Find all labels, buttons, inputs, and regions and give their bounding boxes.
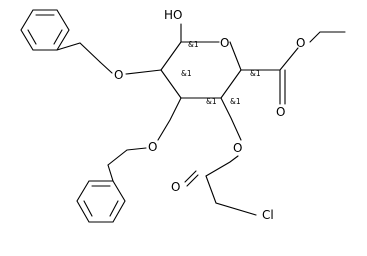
acyl-carbonyl-double-bond (184, 170, 199, 187)
chlorine-atom: Cl (262, 208, 274, 222)
benzene-ring-bottom (76, 180, 126, 223)
methyl-bond (309, 31, 346, 43)
sugar-ring (160, 41, 242, 99)
c4-o-bond (220, 97, 242, 141)
benzyl-ch2-bond-2 (107, 147, 147, 166)
acyl-o-c-bond (205, 155, 239, 177)
benzyloxy-oxygen-2: O (148, 140, 157, 154)
acyl-carbonyl-oxygen: O (171, 180, 180, 194)
c2-o-bond (125, 69, 162, 75)
ring-oxygen: O (220, 36, 229, 50)
ring-link-bond (107, 164, 114, 182)
ester-carbonyl-oxygen: O (276, 105, 285, 119)
stereo-label-c1: &1 (188, 40, 199, 49)
acyl-ch2-bond (205, 175, 257, 216)
ester-carbonyl-double-bond (279, 69, 286, 105)
c3-o-bond (157, 97, 182, 141)
stereo-label-c2: &1 (181, 69, 192, 78)
stereo-label-c3: &1 (206, 97, 217, 106)
stereo-label-c4: &1 (230, 97, 241, 106)
benzyl-ch2-bond-1 (56, 42, 101, 63)
benzene-ring-top (20, 9, 70, 51)
benzyl-o-bond-1 (99, 61, 113, 74)
benzyloxy-oxygen-1: O (114, 68, 123, 82)
acyl-oxygen: O (233, 141, 242, 155)
hydroxyl-group: HO (164, 8, 182, 22)
ester-oxygen: O (296, 36, 305, 50)
ester-o-bond (279, 47, 299, 71)
stereo-label-c5: &1 (250, 69, 261, 78)
